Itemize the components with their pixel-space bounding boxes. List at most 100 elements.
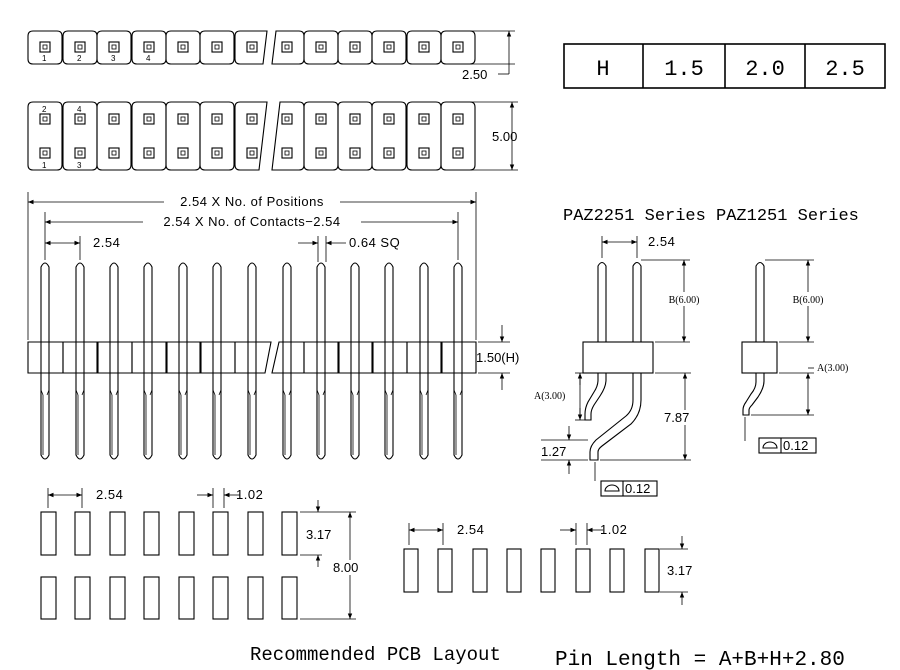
single-row-height-label: 2.50: [462, 67, 487, 82]
paz2251-b-dim: B(6.00): [669, 295, 700, 306]
pin-step: [75, 389, 79, 396]
pcb-left-row-span: 8.00: [333, 560, 358, 575]
pin-square: [108, 41, 120, 53]
pin-number-top: 2: [42, 105, 47, 114]
pin-step: [109, 389, 113, 396]
pin-step: [356, 389, 360, 396]
pin-square: [452, 147, 464, 159]
housing-block: [234, 341, 272, 374]
pin-square: [452, 41, 464, 53]
paz2251-pitch-label: 2.54: [648, 234, 675, 249]
housing-cell: [165, 101, 201, 171]
housing-cell: [96, 30, 132, 65]
pin-square: [349, 113, 361, 125]
pin-square: [74, 147, 86, 159]
housing-block: [440, 341, 477, 374]
pin-square-inner: [352, 44, 358, 50]
pcb-pad-bottom: [40, 576, 57, 620]
pin-square-inner: [284, 44, 290, 50]
double-row-height-label: 5.00: [492, 129, 517, 144]
pin-square: [315, 41, 327, 53]
pin-step: [218, 389, 222, 396]
side-pitch-label: 2.54: [93, 235, 120, 250]
housing-cell: [234, 101, 268, 171]
pin-square-inner: [386, 150, 392, 156]
housing-block: [165, 341, 202, 374]
pin-square-inner: [77, 44, 83, 50]
pin-number: 3: [111, 54, 116, 63]
housing-cell: [62, 30, 98, 65]
housing-block: [337, 341, 374, 374]
pcb-pad-bottom: [143, 576, 160, 620]
paz1251-tolerance: 0.12: [783, 438, 808, 453]
pin-step: [425, 389, 429, 396]
pin-square: [177, 41, 189, 53]
housing-block: [62, 341, 99, 374]
pin-step: [253, 389, 257, 396]
pcb-pad-bottom: [247, 576, 264, 620]
pin-square: [108, 113, 120, 125]
pin-square: [349, 41, 361, 53]
housing-cell: [96, 101, 132, 171]
pin-number-bottom: 3: [77, 161, 82, 170]
side-view-pins: [27, 262, 477, 460]
pcb-right-pitch: 2.54: [457, 522, 484, 537]
pin-lower: [453, 373, 463, 460]
pin-square-inner: [77, 150, 83, 156]
housing-cell: [234, 30, 268, 65]
pin-step: [459, 389, 463, 396]
pin-square-inner: [386, 44, 392, 50]
pin-step: [149, 389, 153, 396]
pcb-pad-top: [178, 511, 195, 556]
housing-cell: [131, 30, 167, 65]
pin-square: [281, 147, 293, 159]
pin-square-inner: [111, 116, 117, 122]
pin-square: [246, 113, 258, 125]
pin-lower: [350, 373, 360, 460]
pin-square-inner: [249, 116, 255, 122]
pcb-pad-bottom: [109, 576, 126, 620]
pin-step: [81, 389, 85, 396]
pin-square: [39, 113, 51, 125]
pin-step: [453, 389, 457, 396]
pin-upper: [247, 262, 257, 342]
paz2251-height-dim: 7.87: [664, 410, 689, 425]
side-view-dimensions: 2.54 X No. of Positions 2.54 X No. of Co…: [27, 192, 519, 390]
pin-upper: [384, 262, 394, 342]
pin-lower: [419, 373, 429, 460]
housing-cell: [303, 30, 339, 65]
paz2251-tolerance: 0.12: [625, 481, 650, 496]
pin-square: [211, 41, 223, 53]
pcb-pad-top: [143, 511, 160, 556]
pcb-pad-bottom: [178, 576, 195, 620]
housing-block: [406, 341, 443, 374]
pin-square-inner: [214, 150, 220, 156]
pin-square-inner: [318, 150, 324, 156]
pin-square: [383, 113, 395, 125]
housing-cell: [337, 30, 373, 65]
pin-square: [315, 113, 327, 125]
pin-square-inner: [421, 150, 427, 156]
pin-square-inner: [352, 150, 358, 156]
paz1251-drawing: B(6.00) A(3.00) 0.12: [741, 259, 848, 454]
pcb-pad: [472, 548, 488, 593]
pin-lower: [75, 373, 85, 460]
pin-upper: [109, 262, 119, 342]
paz1251-b-dim: B(6.00): [793, 295, 824, 306]
pin-square: [418, 113, 430, 125]
pin-square: [211, 113, 223, 125]
pin-square: [177, 113, 189, 125]
pin-lower: [282, 373, 292, 460]
table-value-3: 2.5: [825, 57, 865, 82]
pin-square-inner: [386, 116, 392, 122]
pin-upper: [282, 262, 292, 342]
pin-square: [211, 147, 223, 159]
pin-upper: [178, 262, 188, 342]
paz1251-a-dim: A(3.00): [817, 363, 848, 374]
series-title: PAZ2251 Series PAZ1251 Series: [563, 207, 859, 226]
pcb-pad-top: [109, 511, 126, 556]
pin-upper: [350, 262, 360, 342]
pin-square: [246, 41, 258, 53]
pin-lower: [384, 373, 394, 460]
